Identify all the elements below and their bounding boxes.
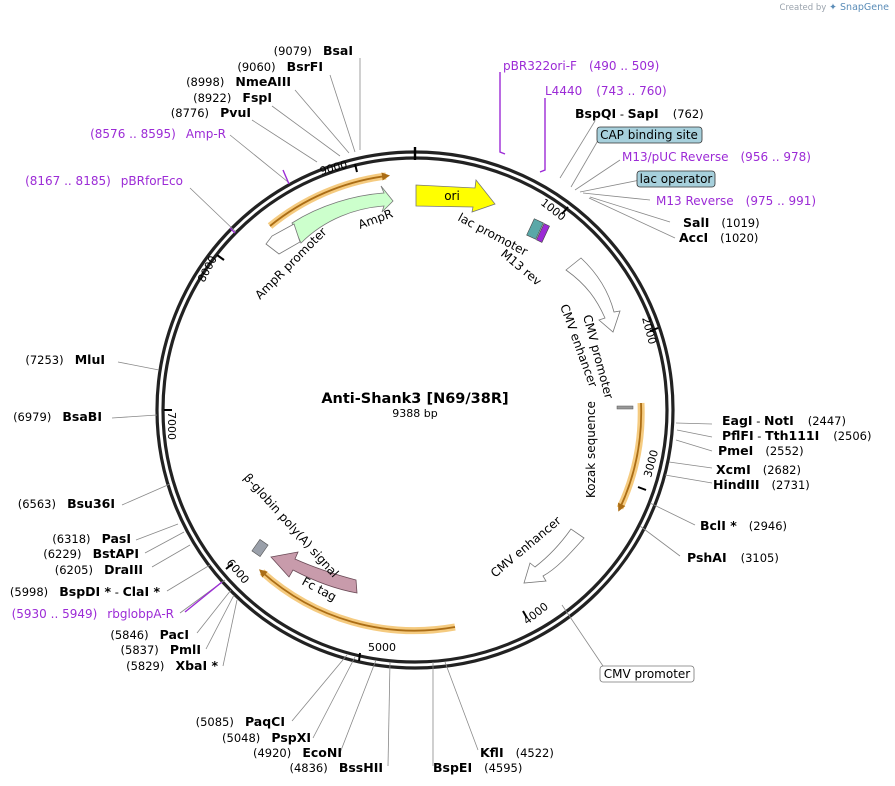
lac-operator-label: lac operator xyxy=(640,172,713,186)
feature-kozak-label: Kozak sequence xyxy=(584,401,598,498)
site-acci: AccI(1020) xyxy=(679,230,758,245)
site-paqci: (5085) PaqCI xyxy=(196,711,285,730)
site-pmei: PmeI(2552) xyxy=(718,443,804,458)
sites-left: (9079) BsaI (9060) BsrFI (8998) NmeAIII … xyxy=(10,40,383,776)
primer-rbglobpa-r: (5930 .. 5949)rbglobpA-R xyxy=(12,607,174,621)
feature-lac-promoter-label: lac promoter xyxy=(456,210,530,258)
primer-l4440: L4440(743 .. 760) xyxy=(545,84,667,98)
site-bspei: BspEI(4595) xyxy=(433,760,522,775)
tick-label-5000: 5000 xyxy=(368,641,396,654)
feature-ampr xyxy=(291,185,394,244)
scale-ticks xyxy=(164,163,659,662)
site-bsshii: (4836) BssHII xyxy=(289,757,383,776)
cap-binding-site-label: CAP binding site xyxy=(600,128,698,142)
tick-label-7000: 7000 xyxy=(165,412,178,440)
site-xbai: (5829) XbaI * xyxy=(126,655,218,674)
feature-ampr-label: AmpR xyxy=(356,206,394,231)
primer-pbrforeco: (8167 .. 8185)pBRforEco xyxy=(25,174,183,188)
feature-ori xyxy=(415,179,496,213)
plasmid-size: 9388 bp xyxy=(392,407,437,420)
sites-right: BspQI - SapI(762) SalI(1019) AccI(1020) … xyxy=(433,106,872,775)
brand-name: SnapGene xyxy=(840,2,889,13)
snapgene-brand: Created by ✦ SnapGene xyxy=(780,2,889,13)
tick-label-9000: 9000 xyxy=(318,158,348,178)
site-bstapi: (6229) BstAPI xyxy=(43,543,139,562)
feature-cmv-enhancer-1 xyxy=(565,257,621,333)
cmv-promoter-box xyxy=(599,665,695,683)
tick-label-6000: 6000 xyxy=(224,557,252,587)
orf-arcs xyxy=(258,172,645,635)
site-bsabi: (6979) BsaBI xyxy=(13,406,102,425)
feature-ampr-promoter xyxy=(265,223,301,255)
site-hindiii: HindIII(2731) xyxy=(713,477,810,492)
primer-markers xyxy=(184,72,546,613)
feature-bglobin xyxy=(251,538,269,558)
feature-fc-tag xyxy=(270,551,358,594)
feature-ori-label: ori xyxy=(444,189,460,203)
site-xcmi: XcmI(2682) xyxy=(716,462,801,477)
created-by-text: Created by xyxy=(779,3,827,13)
site-eagi-noti: EagI - NotI(2447) xyxy=(722,413,846,428)
site-bsrfi: (9060) BsrFI xyxy=(237,56,323,75)
cap-binding-site-box xyxy=(596,126,703,144)
site-nmeaiii: (8998) NmeAIII xyxy=(186,71,291,90)
primer-m13-puc-reverse: M13/pUC Reverse(956 .. 978) xyxy=(622,150,811,164)
feature-cmv-enhancer-2 xyxy=(523,528,585,584)
site-kfli: KflI(4522) xyxy=(480,745,554,760)
site-draiii: (6205) DraIII xyxy=(55,559,143,578)
site-mlui: (7253) MluI xyxy=(25,349,105,368)
site-fspi: (8922) FspI xyxy=(193,87,272,106)
lac-operator-box xyxy=(636,170,716,188)
site-pvui: (8776) PvuI xyxy=(171,102,251,121)
site-bsu36i: (6563) Bsu36I xyxy=(18,493,115,512)
primer-pbr322ori-f: pBR322ori-F(490 .. 509) xyxy=(503,59,659,73)
primer-amp-r: (8576 .. 8595)Amp-R xyxy=(90,127,226,141)
site-pspxi: (5048) PspXI xyxy=(222,727,311,746)
feature-lac-promoter xyxy=(526,218,544,240)
feature-kozak xyxy=(616,405,634,410)
site-pflfi-tth111i: PflFI - Tth111I(2506) xyxy=(722,428,872,443)
site-sali: SalI(1019) xyxy=(683,215,760,230)
site-bspqi-sapi: BspQI - SapI(762) xyxy=(575,106,704,121)
site-pasi: (6318) PasI xyxy=(52,528,131,547)
plasmid-name: Anti-Shank3 [N69/38R] xyxy=(321,391,508,407)
cmv-promoter-box-label: CMV promoter xyxy=(604,667,691,681)
feature-m13-rev xyxy=(536,223,550,243)
snapgene-logo: ✦ SnapGene xyxy=(829,2,889,13)
site-paci: (5846) PacI xyxy=(110,624,189,643)
site-econi: (4920) EcoNI xyxy=(253,742,342,761)
primer-m13-reverse: M13 Reverse(975 .. 991) xyxy=(656,194,816,208)
primer-labels: pBR322ori-F(490 .. 509) L4440(743 .. 760… xyxy=(12,59,817,621)
connector-lines xyxy=(111,58,713,767)
site-bsai: (9079) BsaI xyxy=(274,40,353,59)
boxed-labels: CAP binding site lac operator CMV promot… xyxy=(596,126,716,683)
site-pmli: (5837) PmlI xyxy=(121,639,201,658)
site-bcli: BclI *(2946) xyxy=(700,518,787,533)
site-bspdi-clai: (5998) BspDI * - ClaI * xyxy=(10,581,161,600)
site-pshai: PshAI(3105) xyxy=(687,550,779,565)
